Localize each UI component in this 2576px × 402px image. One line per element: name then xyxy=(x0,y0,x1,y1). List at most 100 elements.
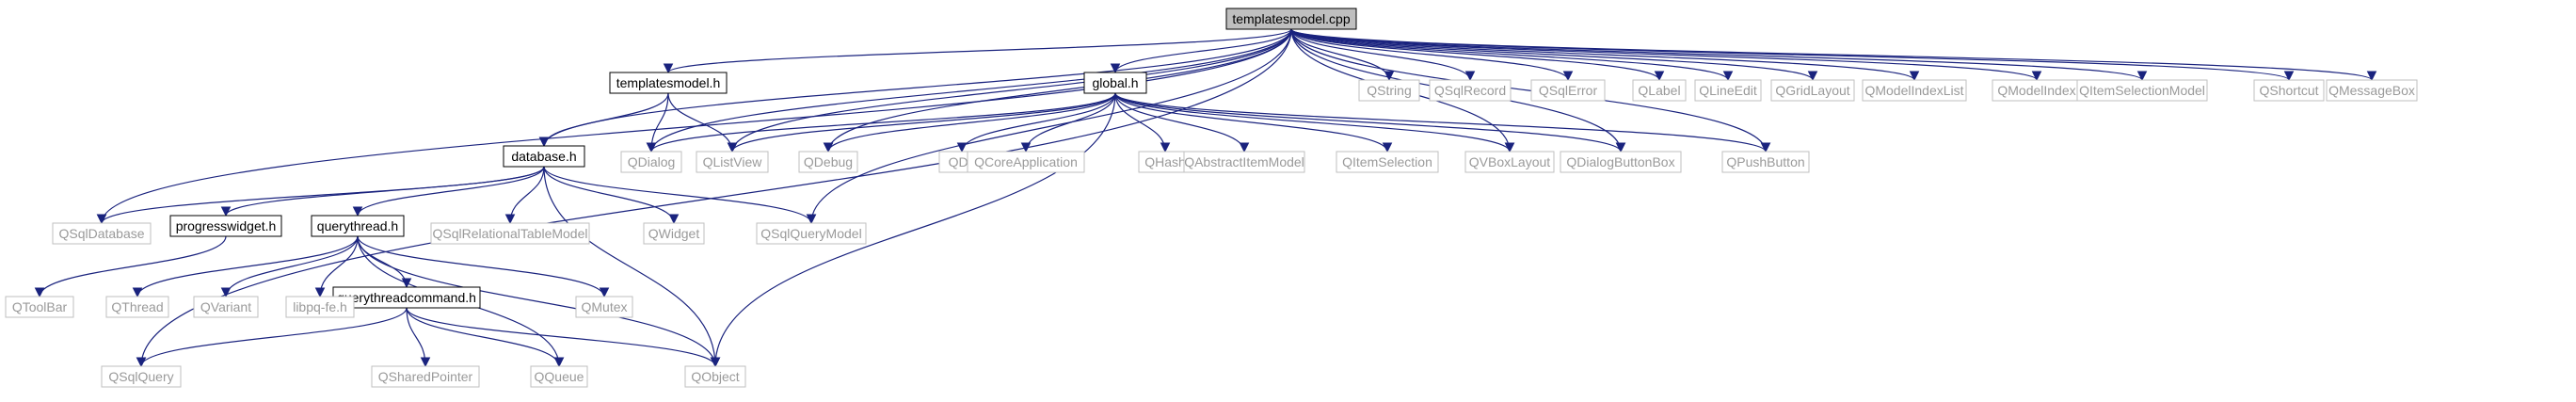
edge-global-h-to-qdebug xyxy=(823,92,1116,153)
edge-templatesmodel-cpp-to-qgridlayout xyxy=(1290,28,1818,82)
edge-database-h-to-qwidget xyxy=(543,166,680,225)
node-database-h[interactable]: database.h xyxy=(503,145,585,168)
node-templatesmodel-cpp[interactable]: templatesmodel.cpp xyxy=(1225,8,1357,30)
node-label: QShortcut xyxy=(2259,83,2318,98)
edge-templatesmodel-cpp-to-qmodelindex xyxy=(1290,28,2042,82)
node-label: templatesmodel.cpp xyxy=(1232,11,1351,26)
node-box xyxy=(575,296,633,318)
edge-templatesmodel-cpp-to-qsqlquerymodel xyxy=(806,28,1292,225)
node-progresswidget-h[interactable]: progresswidget.h xyxy=(169,215,282,237)
node-qvariant: QVariant xyxy=(193,296,259,318)
node-box xyxy=(285,296,355,318)
node-qsqlquerymodel: QSqlQueryModel xyxy=(756,222,867,245)
node-box xyxy=(2253,79,2325,102)
node-label: QSqlRecord xyxy=(1434,83,1506,98)
node-qsqlerror: QSqlError xyxy=(1530,79,1606,102)
node-qsqlrelationaltablemodel: QSqlRelationalTableModel xyxy=(430,222,590,245)
node-querythreadcommand-h[interactable]: querythreadcommand.h xyxy=(332,286,481,309)
node-label: QToolBar xyxy=(12,299,68,314)
node-label: QDialog xyxy=(628,154,676,169)
edge-global-h-to-qdialogbuttonbox xyxy=(1114,92,1626,153)
edge-database-h-to-qobject xyxy=(543,166,721,368)
edge-global-h-to-qdialog xyxy=(646,92,1116,153)
edge-querythread-h-to-qvariant xyxy=(220,235,359,298)
node-libpq-fe-h: libpq-fe.h xyxy=(285,296,355,318)
edge-templatesmodel-cpp-to-qpushbutton xyxy=(1290,28,1771,153)
node-label: QVBoxLayout xyxy=(1469,154,1550,169)
edge-templatesmodel-cpp-to-qshortcut xyxy=(1290,28,2295,82)
edge-templatesmodel-h-to-qdialog xyxy=(646,92,669,153)
edge-querythread-h-to-qthread xyxy=(132,235,359,298)
node-box xyxy=(503,145,585,168)
edge-querythread-h-to-qmutex xyxy=(357,235,610,298)
node-box xyxy=(684,365,746,388)
edge-querythread-h-to-libpq-fe-h xyxy=(314,235,359,298)
node-box xyxy=(371,365,480,388)
node-qmodelindexlist: QModelIndexList xyxy=(1862,79,1967,102)
node-global-h[interactable]: global.h xyxy=(1083,72,1147,94)
node-qcoreapplication: QCoreApplication xyxy=(967,151,1085,173)
node-box xyxy=(169,215,282,237)
node-label: QThread xyxy=(111,299,163,314)
node-label: QLabel xyxy=(1638,83,1680,98)
node-label: QSharedPointer xyxy=(378,369,473,384)
node-box xyxy=(1530,79,1606,102)
edge-progresswidget-h-to-qtoolbar xyxy=(34,235,227,298)
node-qwidget: QWidget xyxy=(643,222,705,245)
node-box xyxy=(756,222,867,245)
edge-templatesmodel-cpp-to-qitemselectionmodel xyxy=(1290,28,2148,82)
edge-templatesmodel-cpp-to-qlistview xyxy=(727,28,1292,153)
node-box xyxy=(530,365,588,388)
node-box xyxy=(1083,72,1147,94)
node-box xyxy=(1721,151,1810,173)
node-label: QLineEdit xyxy=(1699,83,1757,98)
node-qdialog: QDialog xyxy=(620,151,682,173)
edge-database-h-to-qsqldatabase xyxy=(96,166,545,225)
node-box xyxy=(1560,151,1682,173)
node-qdialogbuttonbox: QDialogButtonBox xyxy=(1560,151,1682,173)
edge-global-h-to-qvboxlayout xyxy=(1114,92,1515,153)
node-box xyxy=(1429,79,1512,102)
edge-templatesmodel-cpp-to-qsqlrecord xyxy=(1290,28,1476,82)
node-label: QItemSelectionModel xyxy=(2079,83,2205,98)
node-templatesmodel-h[interactable]: templatesmodel.h xyxy=(609,72,728,94)
edge-global-h-to-qdir xyxy=(956,92,1116,153)
edge-querythreadcommand-h-to-qsqlquery xyxy=(136,307,408,368)
node-qstring: QString xyxy=(1358,79,1420,102)
node-qlabel: QLabel xyxy=(1632,79,1687,102)
node-qshortcut: QShortcut xyxy=(2253,79,2325,102)
node-box xyxy=(967,151,1085,173)
node-label: global.h xyxy=(1092,75,1138,90)
node-qobject: QObject xyxy=(684,365,746,388)
edge-querythreadcommand-h-to-qqueue xyxy=(406,307,565,368)
node-querythread-h[interactable]: querythread.h xyxy=(311,215,405,237)
edge-templatesmodel-cpp-to-global-h xyxy=(1110,28,1292,74)
edge-templatesmodel-cpp-to-qstring xyxy=(1290,28,1395,82)
node-qsqlquery: QSqlQuery xyxy=(101,365,182,388)
node-box xyxy=(1770,79,1855,102)
edge-templatesmodel-h-to-database-h xyxy=(538,92,669,148)
node-box xyxy=(609,72,728,94)
node-qmessagebox: QMessageBox xyxy=(2326,79,2418,102)
edge-database-h-to-progresswidget-h xyxy=(220,166,545,217)
edge-templatesmodel-cpp-to-qmessagebox xyxy=(1290,28,2376,82)
node-label: QItemSelection xyxy=(1342,154,1432,169)
node-box xyxy=(1632,79,1687,102)
node-qtoolbar: QToolBar xyxy=(5,296,74,318)
edge-global-h-to-qlistview xyxy=(727,92,1116,153)
edge-templatesmodel-cpp-to-qdialog xyxy=(646,28,1292,153)
node-label: QCoreApplication xyxy=(974,154,1078,169)
node-box xyxy=(105,296,169,318)
edge-global-h-to-qcoreapplication xyxy=(1020,92,1116,153)
node-label: querythread.h xyxy=(317,218,398,233)
node-box xyxy=(5,296,74,318)
node-box xyxy=(1464,151,1555,173)
node-box xyxy=(2326,79,2418,102)
node-box xyxy=(1358,79,1420,102)
node-box xyxy=(1225,8,1357,30)
node-label: QHash xyxy=(1144,154,1186,169)
edge-templatesmodel-cpp-to-templatesmodel-h xyxy=(663,28,1292,74)
node-qsqldatabase: QSqlDatabase xyxy=(52,222,152,245)
node-qqueue: QQueue xyxy=(530,365,588,388)
node-qsqlrecord: QSqlRecord xyxy=(1429,79,1512,102)
